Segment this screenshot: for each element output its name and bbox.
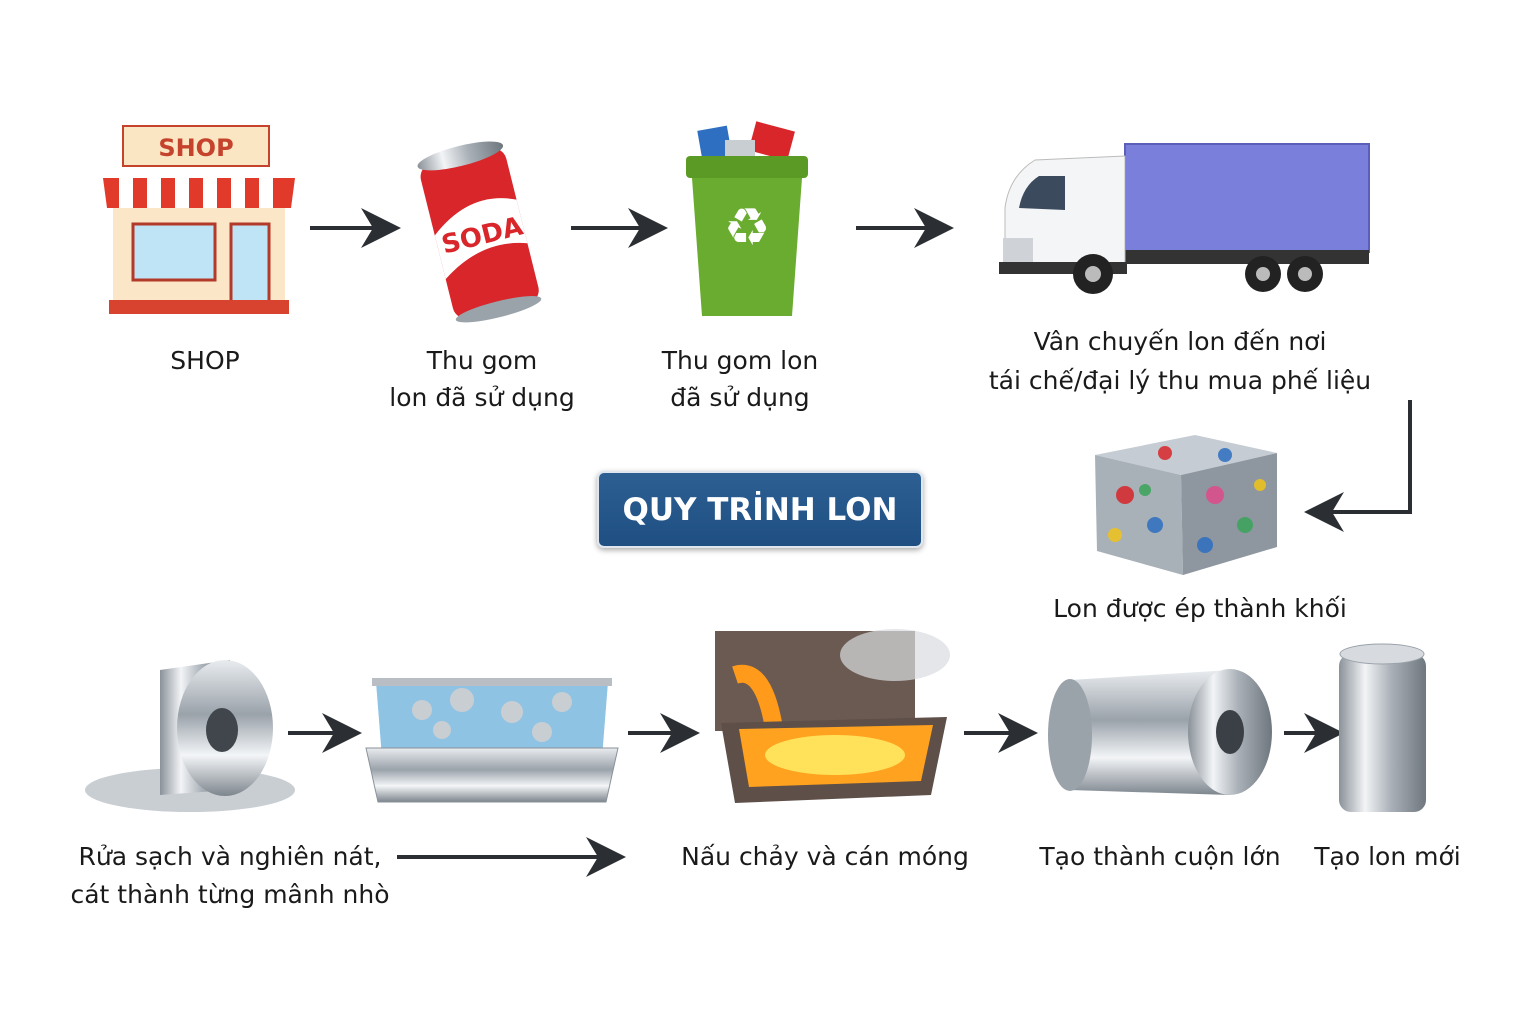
- truck-icon: [999, 143, 1370, 294]
- label-line: Thu gom lon: [661, 346, 819, 375]
- large-aluminum-coil-icon: [1048, 669, 1272, 795]
- label-line: lon đã sử dụng: [389, 383, 575, 412]
- arrow-truck-to-bale: [1304, 400, 1412, 532]
- melting-furnace-icon: [715, 629, 950, 803]
- step-label-collect-can: Thu gom lon đã sử dụng: [372, 342, 592, 416]
- step-label-melt: Nấu chảy và cán móng: [665, 838, 985, 875]
- label-line: Vân chuyến lon đến nơi: [1033, 327, 1327, 356]
- process-title-banner: QUY TRİNH LON: [597, 471, 923, 548]
- label-line: Rửa sạch và nghiên nát,: [78, 842, 382, 871]
- label-line: đã sử dụng: [670, 383, 810, 412]
- shop-icon: SHOP: [103, 125, 295, 314]
- label-line: Tạo thành cuộn lớn: [1039, 842, 1281, 871]
- washing-tray-icon: [365, 678, 619, 803]
- label-line: tái chế/đại lý thu mua phế liệu: [988, 366, 1372, 395]
- step-label-collect-bin: Thu gom lon đã sử dụng: [630, 342, 850, 416]
- label-line: Tạo lon mới: [1314, 842, 1461, 871]
- step-label-shop: SHOP: [105, 342, 305, 379]
- new-aluminum-can-icon: [1339, 643, 1426, 812]
- label-line: Lon được ép thành khối: [1053, 594, 1347, 623]
- recycle-symbol-icon: ♻: [724, 198, 771, 258]
- aluminum-coil-shreds-icon: [85, 660, 295, 812]
- step-label-transport: Vân chuyến lon đến nơi tái chế/đại lý thu…: [975, 322, 1385, 400]
- recycle-bin-icon: ♻: [686, 121, 808, 316]
- shop-sign-text: SHOP: [158, 134, 233, 162]
- step-label-coil: Tạo thành cuộn lớn: [1030, 838, 1290, 875]
- label-line: cát thành từng mânh nhò: [70, 880, 390, 909]
- label-line: SHOP: [170, 346, 240, 375]
- step-label-new-can: Tạo lon mới: [1300, 838, 1475, 875]
- label-line: Thu gom: [426, 346, 538, 375]
- step-label-wash-shred: Rửa sạch và nghiên nát, cát thành từng mâ…: [60, 838, 400, 914]
- compressed-cans-bale-icon: [1095, 435, 1277, 575]
- label-line: Nấu chảy và cán móng: [681, 842, 969, 871]
- soda-can-icon: SODA: [417, 141, 542, 323]
- step-label-compress: Lon được ép thành khối: [1040, 590, 1360, 627]
